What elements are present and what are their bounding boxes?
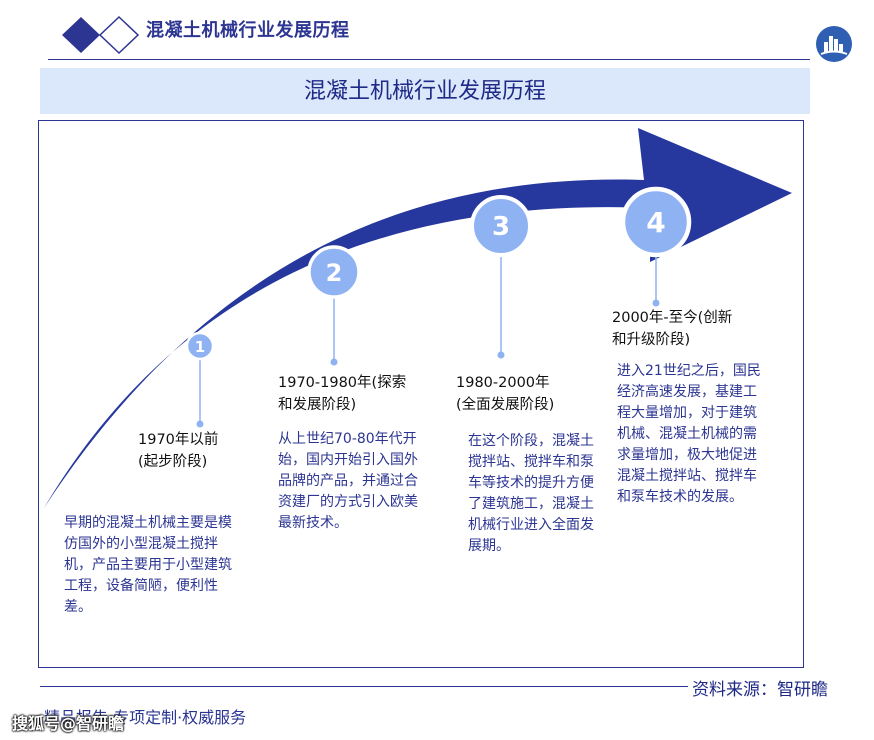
title-banner bbox=[40, 68, 810, 114]
stage-4-description: 进入21世纪之后，国民经济高速发展，基建工程大量增加，对于建筑机械、混凝土机械的… bbox=[617, 363, 761, 505]
footer-divider bbox=[40, 686, 688, 687]
diamond-logo-icon bbox=[62, 15, 140, 55]
stage-1-title: 1970年以前 (起步阶段) bbox=[138, 432, 219, 470]
header-title: 混凝土机械行业发展历程 bbox=[146, 20, 350, 41]
timeline-panel bbox=[38, 120, 804, 668]
milestone-1-number: 1 bbox=[195, 338, 205, 356]
stage-2-description: 从上世纪70-80年代开始，国内开始引入国外品牌的产品，并通过合资建厂的方式引入… bbox=[278, 431, 418, 531]
milestone-2-circle bbox=[307, 245, 361, 299]
milestone-4-number: 4 bbox=[646, 206, 665, 239]
stage-3-title: 1980-2000年 (全面发展阶段) bbox=[456, 375, 555, 413]
brand-badge-icon bbox=[816, 26, 852, 62]
milestone-3-number: 3 bbox=[492, 212, 510, 242]
milestone-1-circle bbox=[185, 331, 215, 361]
stage-1-description: 早期的混凝土机械主要是模仿国外的小型混凝土搅拌机，产品主要用于小型建筑工程，设备… bbox=[64, 515, 232, 615]
milestone-3-circle bbox=[470, 195, 532, 257]
milestone-4-circle bbox=[620, 186, 692, 258]
milestone-2-number: 2 bbox=[326, 259, 343, 287]
stage-4-title: 2000年-至今(创新 和升级阶段) bbox=[612, 310, 733, 348]
stage-3-description: 在这个阶段，混凝土搅拌站、搅拌车和泵车等技术的提升方便了建筑施工，混凝土机械行业… bbox=[468, 433, 594, 554]
stage-2-title: 1970-1980年(探索 和发展阶段) bbox=[278, 375, 407, 413]
footer-tagline: 精品报告·专项定制·权威服务 bbox=[44, 708, 247, 727]
growth-arrow bbox=[44, 128, 792, 508]
source-note: 资料来源：智研瞻 bbox=[692, 680, 828, 700]
banner-title: 混凝土机械行业发展历程 bbox=[303, 79, 546, 104]
header-divider bbox=[48, 59, 810, 60]
watermark: 搜狐号@智研瞻 bbox=[12, 714, 125, 733]
